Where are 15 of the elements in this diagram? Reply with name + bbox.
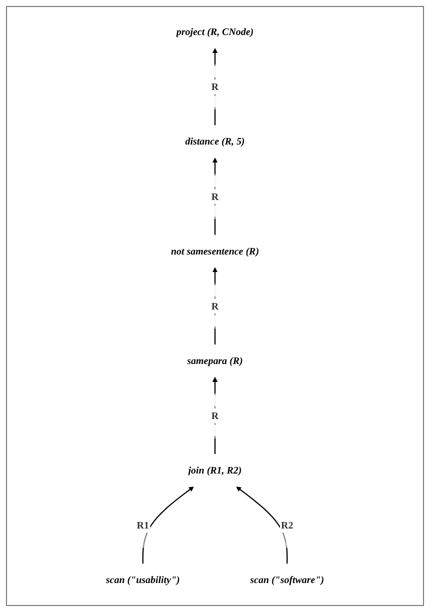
edge-label: R — [211, 190, 219, 202]
edge-label: R — [211, 81, 219, 92]
node-text: distance (R, 5) — [185, 136, 245, 147]
arrow — [236, 486, 288, 564]
node-text: not samesentence (R) — [170, 245, 260, 257]
edge-label: R1 — [136, 520, 149, 531]
node-text: project (R, CNode) — [176, 26, 254, 38]
node-text: scan ("usability") — [106, 574, 180, 586]
edge-label: R — [211, 300, 219, 312]
node-text: scan ("software") — [250, 574, 324, 586]
arrow — [142, 486, 194, 564]
edge-label: R2 — [281, 520, 294, 531]
edge-label: R — [211, 410, 219, 422]
node-text: samepara (R) — [187, 355, 243, 366]
node-text: join (R1, R2) — [188, 464, 242, 476]
